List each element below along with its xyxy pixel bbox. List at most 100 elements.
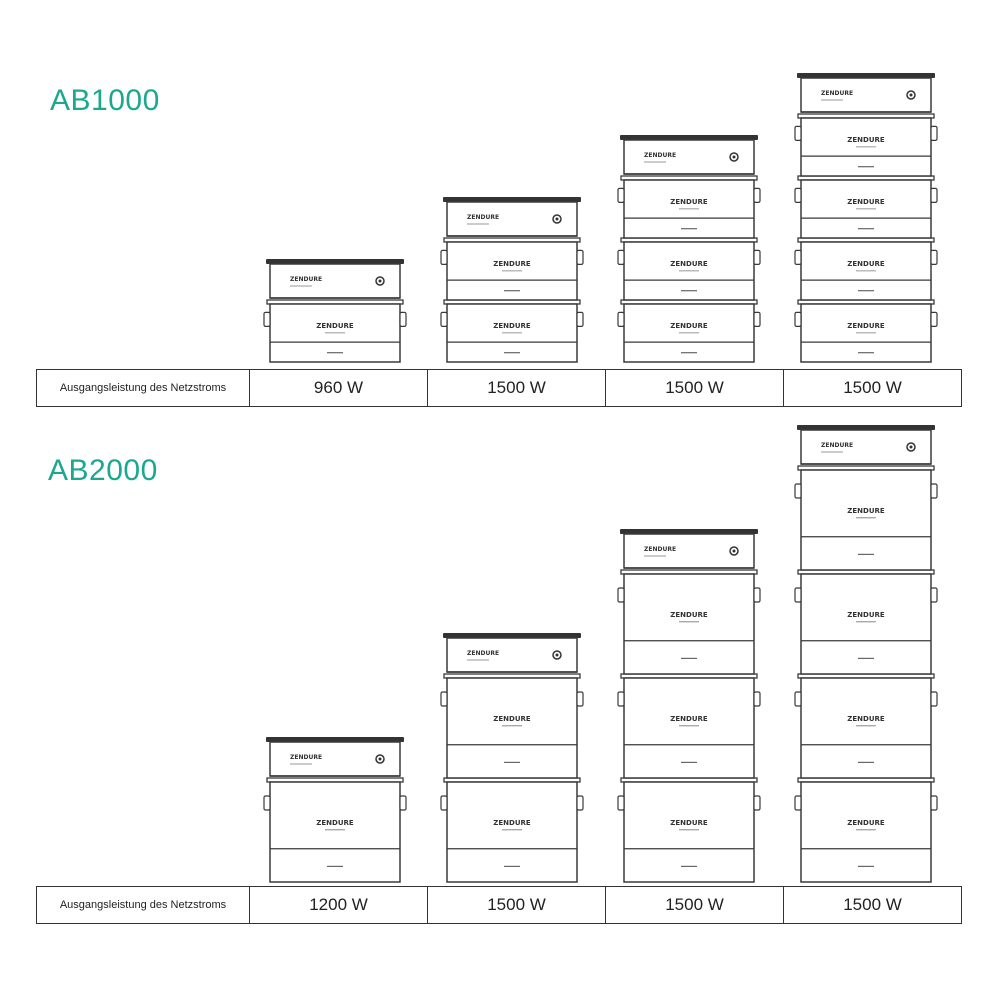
hub-logo: ZENDURE bbox=[821, 90, 853, 97]
hub-lid bbox=[620, 529, 758, 534]
battery-module: ZENDURE bbox=[617, 175, 761, 239]
hub-lid bbox=[797, 425, 935, 430]
power-button-dot-icon bbox=[378, 757, 382, 761]
power-button-dot-icon bbox=[909, 93, 913, 97]
value-cell: 1500 W bbox=[605, 886, 784, 924]
left-handle-icon bbox=[617, 587, 625, 603]
right-handle-icon bbox=[399, 795, 407, 811]
zendure-logo-icon: ZENDURE bbox=[316, 322, 354, 330]
left-handle-icon bbox=[794, 587, 802, 603]
battery-body bbox=[446, 677, 578, 779]
power-button-icon bbox=[552, 214, 562, 224]
battery-module: ZENDURE bbox=[440, 777, 584, 883]
battery-module: ZENDURE bbox=[617, 299, 761, 363]
battery-body bbox=[269, 781, 401, 883]
battery-module: ZENDURE bbox=[794, 113, 938, 177]
power-button-dot-icon bbox=[555, 217, 559, 221]
value-cell: 1500 W bbox=[605, 369, 784, 407]
zendure-logo-icon: ZENDURE bbox=[847, 611, 885, 619]
hub-body bbox=[269, 263, 401, 299]
battery-module: ZENDURE bbox=[440, 237, 584, 301]
table-row: Ausgangsleistung des Netzstroms 960 W 15… bbox=[36, 369, 962, 407]
battery-body bbox=[623, 781, 755, 883]
battery-module: ZENDURE bbox=[263, 777, 407, 883]
spec-table-ab1000: Ausgangsleistung des Netzstroms 960 W 15… bbox=[36, 369, 962, 407]
value-cell: 960 W bbox=[249, 369, 428, 407]
left-handle-icon bbox=[440, 311, 448, 327]
left-handle-icon bbox=[263, 311, 271, 327]
left-handle-icon bbox=[617, 311, 625, 327]
stack-column-2: ZENDURE ZENDURE ZENDURE bbox=[440, 197, 584, 363]
zendure-logo-icon: ZENDURE bbox=[670, 611, 708, 619]
right-handle-icon bbox=[930, 125, 938, 142]
right-handle-icon bbox=[930, 249, 938, 265]
value-cell: 1500 W bbox=[427, 369, 606, 407]
value-cell: 1200 W bbox=[249, 886, 428, 924]
zendure-logo-icon: ZENDURE bbox=[847, 260, 885, 268]
hub-body bbox=[269, 741, 401, 777]
right-handle-icon bbox=[753, 587, 761, 603]
battery-body bbox=[623, 677, 755, 779]
battery-module: ZENDURE bbox=[440, 673, 584, 779]
zendure-logo-icon: ZENDURE bbox=[847, 136, 885, 144]
right-handle-icon bbox=[753, 249, 761, 265]
zendure-logo-icon: ZENDURE bbox=[670, 198, 708, 206]
battery-body bbox=[800, 781, 932, 883]
battery-module: ZENDURE bbox=[794, 569, 938, 675]
zendure-logo-icon: ZENDURE bbox=[493, 322, 531, 330]
stack-column-1: ZENDURE ZENDURE bbox=[263, 259, 407, 363]
hub-lid bbox=[797, 73, 935, 78]
right-handle-icon bbox=[576, 691, 584, 707]
zendure-logo-icon: ZENDURE bbox=[493, 260, 531, 268]
left-handle-icon bbox=[617, 187, 625, 203]
zendure-logo-icon: ZENDURE bbox=[847, 715, 885, 723]
battery-module: ZENDURE bbox=[617, 673, 761, 779]
value-cell: 1500 W bbox=[427, 886, 606, 924]
hub-logo: ZENDURE bbox=[290, 276, 322, 283]
ab1000-stack-illustrations: ZENDUREZENDUREZENDUREZENDUREZENDUREZENDU… bbox=[263, 73, 938, 363]
power-button-icon bbox=[552, 650, 562, 660]
zendure-logo-icon: ZENDURE bbox=[493, 819, 531, 827]
right-handle-icon bbox=[930, 691, 938, 707]
hub-body bbox=[800, 429, 932, 465]
hub-logo: ZENDURE bbox=[644, 152, 676, 159]
hub-unit: ZENDURE bbox=[797, 73, 935, 113]
left-handle-icon bbox=[263, 795, 271, 811]
zendure-logo-icon: ZENDURE bbox=[670, 322, 708, 330]
power-button-dot-icon bbox=[732, 155, 736, 159]
hub-unit: ZENDURE bbox=[443, 197, 581, 237]
power-button-icon bbox=[906, 90, 916, 100]
power-button-icon bbox=[729, 546, 739, 556]
battery-body bbox=[800, 469, 932, 571]
battery-body bbox=[800, 573, 932, 675]
right-handle-icon bbox=[930, 795, 938, 811]
battery-module: ZENDURE bbox=[263, 299, 407, 363]
right-handle-icon bbox=[930, 587, 938, 603]
left-handle-icon bbox=[794, 125, 802, 142]
power-button-dot-icon bbox=[555, 653, 559, 657]
left-handle-icon bbox=[617, 795, 625, 811]
left-handle-icon bbox=[617, 691, 625, 707]
power-button-icon bbox=[375, 276, 385, 286]
table-row: Ausgangsleistung des Netzstroms 1200 W 1… bbox=[36, 886, 962, 924]
battery-module: ZENDURE bbox=[617, 237, 761, 301]
battery-module: ZENDURE bbox=[794, 673, 938, 779]
battery-module: ZENDURE bbox=[617, 569, 761, 675]
row-label: Ausgangsleistung des Netzstroms bbox=[36, 886, 250, 924]
left-handle-icon bbox=[794, 249, 802, 265]
power-button-dot-icon bbox=[909, 445, 913, 449]
battery-module: ZENDURE bbox=[794, 777, 938, 883]
left-handle-icon bbox=[794, 187, 802, 203]
hub-unit: ZENDURE bbox=[620, 529, 758, 569]
battery-module: ZENDURE bbox=[794, 299, 938, 363]
hub-body bbox=[623, 139, 755, 175]
hub-body bbox=[446, 637, 578, 673]
hub-body bbox=[623, 533, 755, 569]
zendure-logo-icon: ZENDURE bbox=[847, 507, 885, 515]
right-handle-icon bbox=[753, 311, 761, 327]
zendure-logo-icon: ZENDURE bbox=[316, 819, 354, 827]
